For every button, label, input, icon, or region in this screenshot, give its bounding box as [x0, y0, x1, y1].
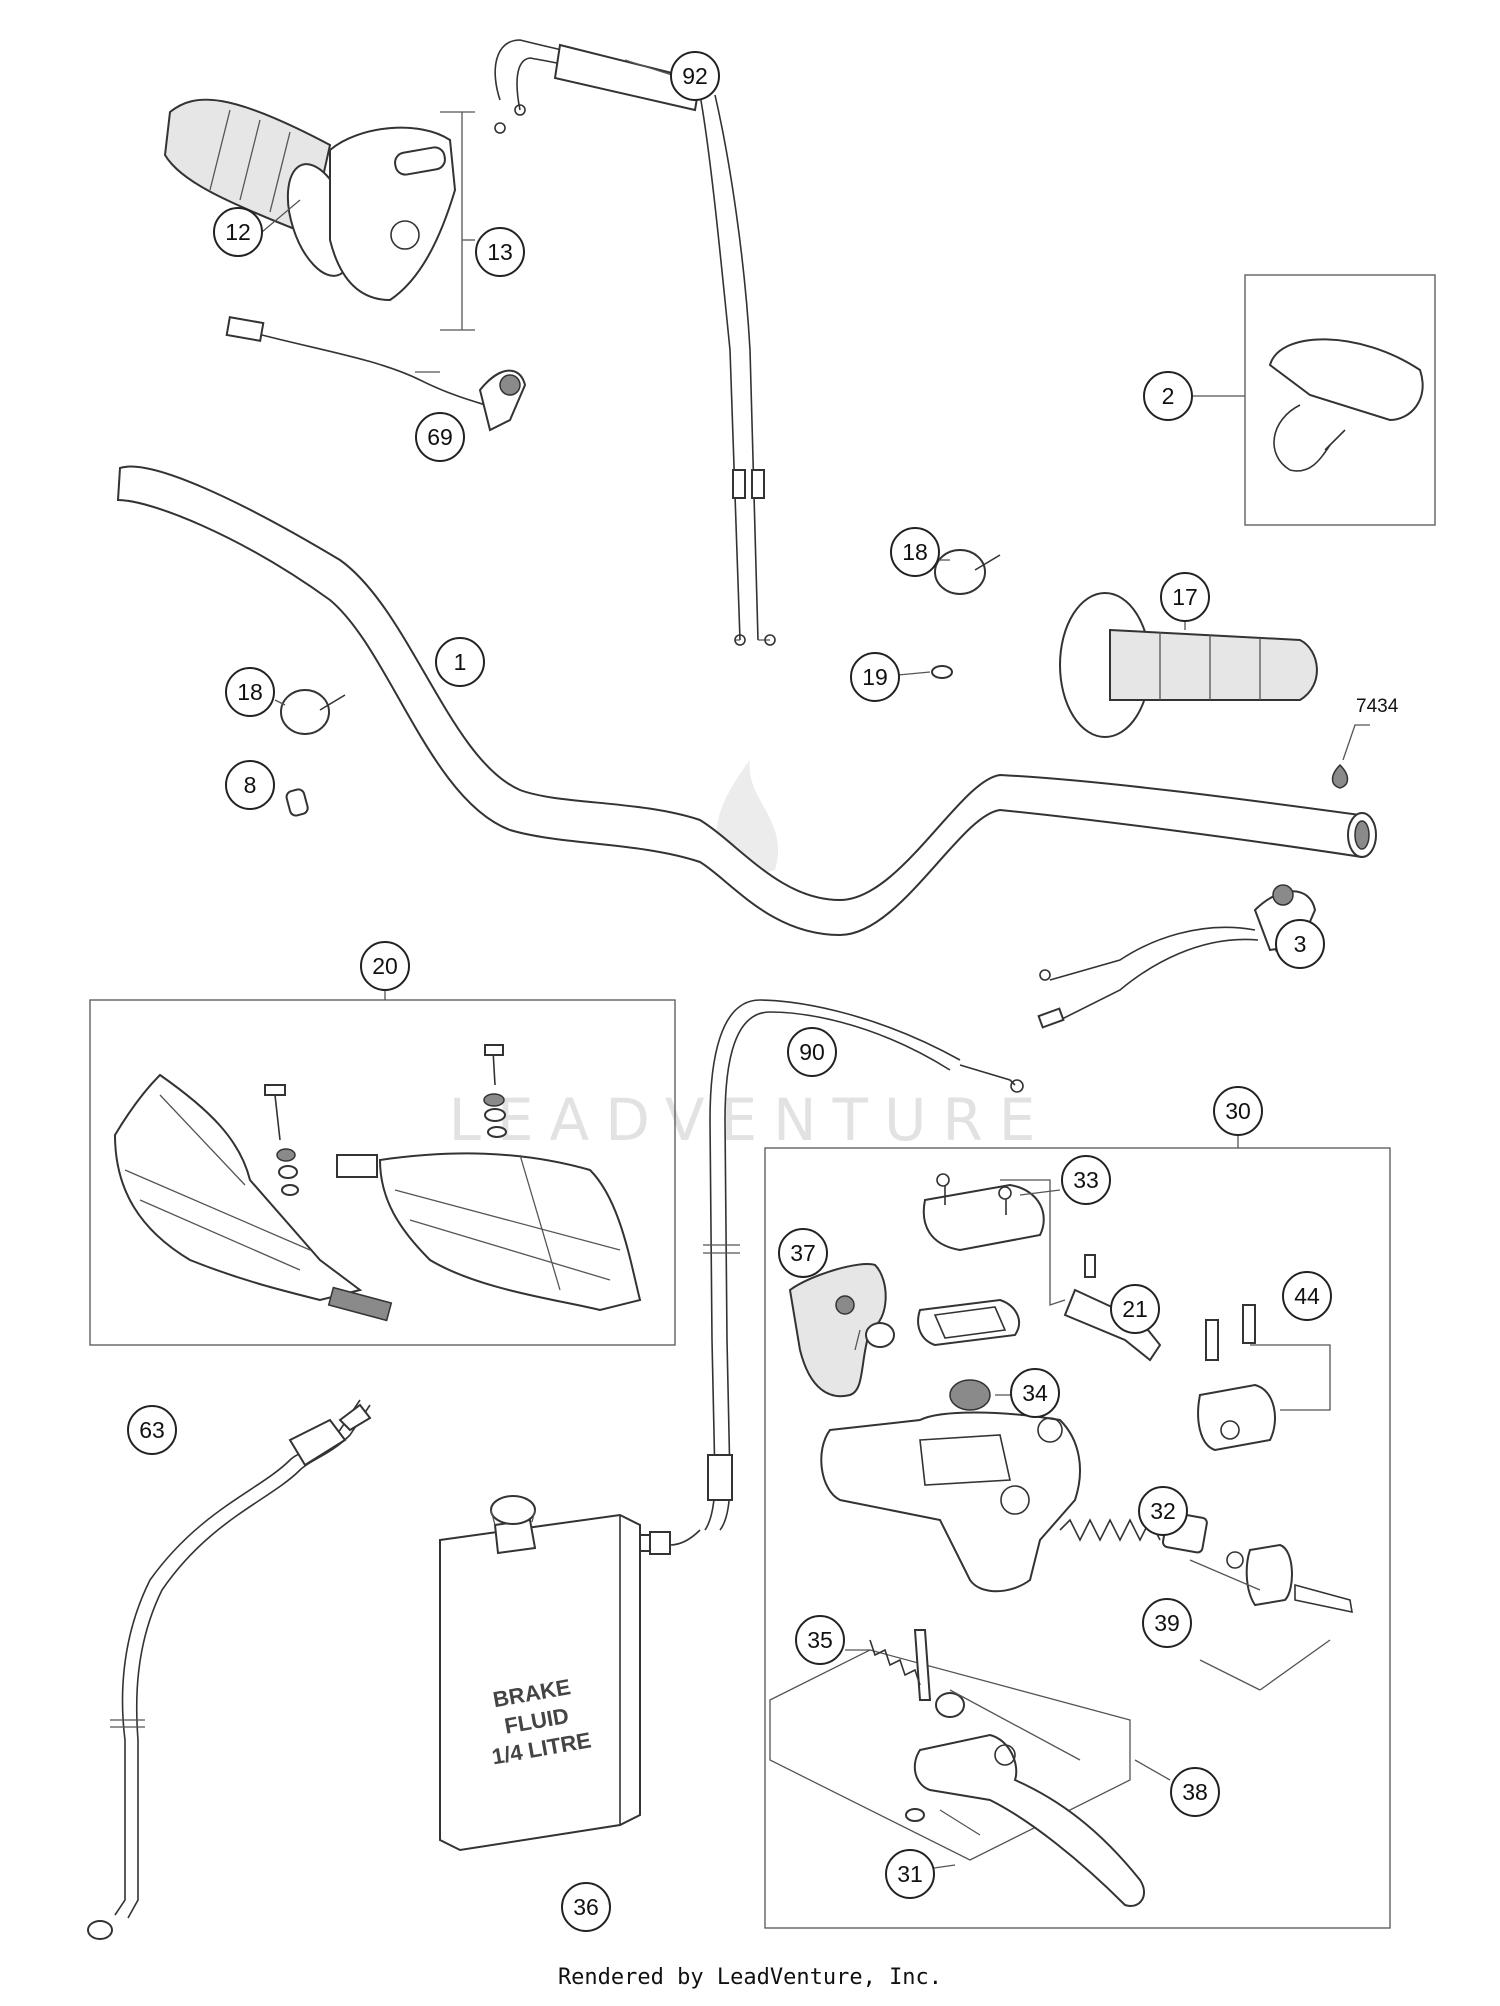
brake-fluid-container: BRAKE FLUID 1/4 LITRE	[439, 1495, 641, 1852]
hand-guards	[89, 990, 676, 1346]
callout-36[interactable]: 36	[561, 1882, 611, 1932]
svg-text:13: 13	[487, 239, 513, 265]
callout-34[interactable]: 34	[1010, 1368, 1060, 1418]
callout-2[interactable]: 2	[1143, 371, 1193, 421]
callout-31[interactable]: 31	[885, 1849, 935, 1899]
callout-13[interactable]: 13	[475, 227, 525, 277]
bar-end-bead	[1331, 724, 1370, 789]
part-2-box	[1244, 274, 1436, 526]
svg-text:69: 69	[427, 424, 453, 450]
callout-21[interactable]: 21	[1110, 1284, 1160, 1334]
master-cylinder-box	[764, 1135, 1391, 1929]
callout-32[interactable]: 32	[1138, 1486, 1188, 1536]
svg-text:3: 3	[1294, 931, 1307, 957]
svg-text:36: 36	[573, 1894, 599, 1920]
callout-18-lower[interactable]: 18	[225, 667, 275, 717]
callout-38[interactable]: 38	[1170, 1767, 1220, 1817]
callout-92[interactable]: 92	[670, 51, 720, 101]
brake-switch-cable	[87, 1399, 372, 1940]
svg-text:34: 34	[1022, 1380, 1048, 1406]
footer-credit: Rendered by LeadVenture, Inc.	[557, 1965, 943, 1990]
svg-text:92: 92	[682, 63, 708, 89]
callout-8[interactable]: 8	[225, 760, 275, 810]
svg-text:33: 33	[1073, 1167, 1099, 1193]
callout-20[interactable]: 20	[360, 941, 410, 991]
hydraulic-line	[619, 999, 1024, 1555]
callout-39[interactable]: 39	[1142, 1598, 1192, 1648]
svg-text:12: 12	[225, 219, 251, 245]
svg-text:18: 18	[237, 679, 263, 705]
callout-63[interactable]: 63	[127, 1405, 177, 1455]
callout-19[interactable]: 19	[850, 652, 900, 702]
svg-text:39: 39	[1154, 1610, 1180, 1636]
cable-tie-upper	[931, 549, 1001, 679]
svg-text:37: 37	[790, 1240, 816, 1266]
svg-text:90: 90	[799, 1039, 825, 1065]
callout-17[interactable]: 17	[1160, 572, 1210, 622]
svg-text:31: 31	[897, 1861, 923, 1887]
svg-text:17: 17	[1172, 584, 1198, 610]
callout-90[interactable]: 90	[787, 1027, 837, 1077]
watermark-text: LEADVENTURE	[449, 1086, 1052, 1154]
cable-tie-lower	[280, 689, 346, 817]
svg-text:1: 1	[454, 649, 467, 675]
callouts: 92 12 13 2 69 18 17 1 19 18 8 3 20 90 30…	[127, 51, 1399, 1932]
svg-text:8: 8	[244, 772, 257, 798]
label-7434[interactable]: 7434	[1356, 696, 1399, 717]
svg-text:20: 20	[372, 953, 398, 979]
svg-text:35: 35	[807, 1627, 833, 1653]
callout-18-upper[interactable]: 18	[890, 527, 940, 577]
callout-1[interactable]: 1	[435, 637, 485, 687]
callout-35[interactable]: 35	[795, 1615, 845, 1665]
svg-text:30: 30	[1225, 1098, 1251, 1124]
right-grip	[1059, 592, 1318, 738]
kill-switch	[225, 316, 527, 432]
svg-text:2: 2	[1162, 383, 1175, 409]
start-switch	[1037, 884, 1317, 1029]
svg-text:44: 44	[1294, 1283, 1320, 1309]
callout-12[interactable]: 12	[213, 207, 263, 257]
svg-text:38: 38	[1182, 1779, 1208, 1805]
svg-text:32: 32	[1150, 1498, 1176, 1524]
leader-lines	[261, 59, 1301, 1871]
callout-33[interactable]: 33	[1061, 1155, 1111, 1205]
svg-text:21: 21	[1122, 1296, 1148, 1322]
svg-text:18: 18	[902, 539, 928, 565]
svg-text:63: 63	[139, 1417, 165, 1443]
callout-3[interactable]: 3	[1275, 919, 1325, 969]
handlebar	[116, 465, 1377, 937]
callout-30[interactable]: 30	[1213, 1086, 1263, 1136]
throttle-grip-assembly	[163, 98, 475, 331]
callout-44[interactable]: 44	[1282, 1271, 1332, 1321]
callout-37[interactable]: 37	[778, 1228, 828, 1278]
svg-text:19: 19	[862, 664, 888, 690]
callout-69[interactable]: 69	[415, 412, 465, 462]
throttle-cables	[494, 39, 776, 646]
